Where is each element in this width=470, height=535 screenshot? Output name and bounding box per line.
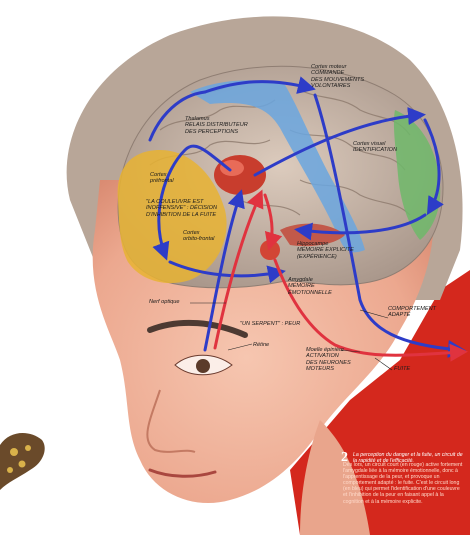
thalamus-region <box>214 155 266 195</box>
hippocampus-label: Hippocampe MÉMOIRE EXPLICITE (EXPÉRIENCE… <box>297 241 354 260</box>
visual-cortex-label: Cortex visuel IDENTIFICATION <box>353 141 397 154</box>
amygdala-label: Amygdale MÉMOIRE ÉMOTIONNELLE <box>288 277 332 296</box>
caption-body: Dès lors, un circuit court (en rouge) ac… <box>343 462 465 505</box>
fear-label: "UN SERPENT" : PEUR <box>240 321 300 327</box>
prefrontal-label: Cortex préfrontal <box>150 172 174 185</box>
spinal-cord-label: Moelle épinière ACTIVATION DES NEURONES … <box>306 347 351 373</box>
retina-label: Rétine <box>253 342 269 348</box>
flight-label: FUITE <box>394 366 410 372</box>
orbitofrontal-label: Cortex orbito-frontal <box>183 230 214 243</box>
motor-cortex-label: Cortex moteur COMMANDE DES MOUVEMENTS VO… <box>311 64 364 90</box>
adapted-behavior-label: COMPORTEMENT ADAPTÉ <box>388 306 436 319</box>
snake <box>0 433 45 490</box>
optic-nerve-label: Nerf optique <box>149 299 179 305</box>
iris <box>196 359 210 373</box>
thalamus-highlight <box>220 160 244 176</box>
thalamus-label: Thalamus RELAIS DISTRIBUTEUR DES PERCEPT… <box>185 116 248 135</box>
snake-decision-label: "LA COULEUVRE EST INOFFENSIVE" : DÉCISIO… <box>146 199 217 218</box>
